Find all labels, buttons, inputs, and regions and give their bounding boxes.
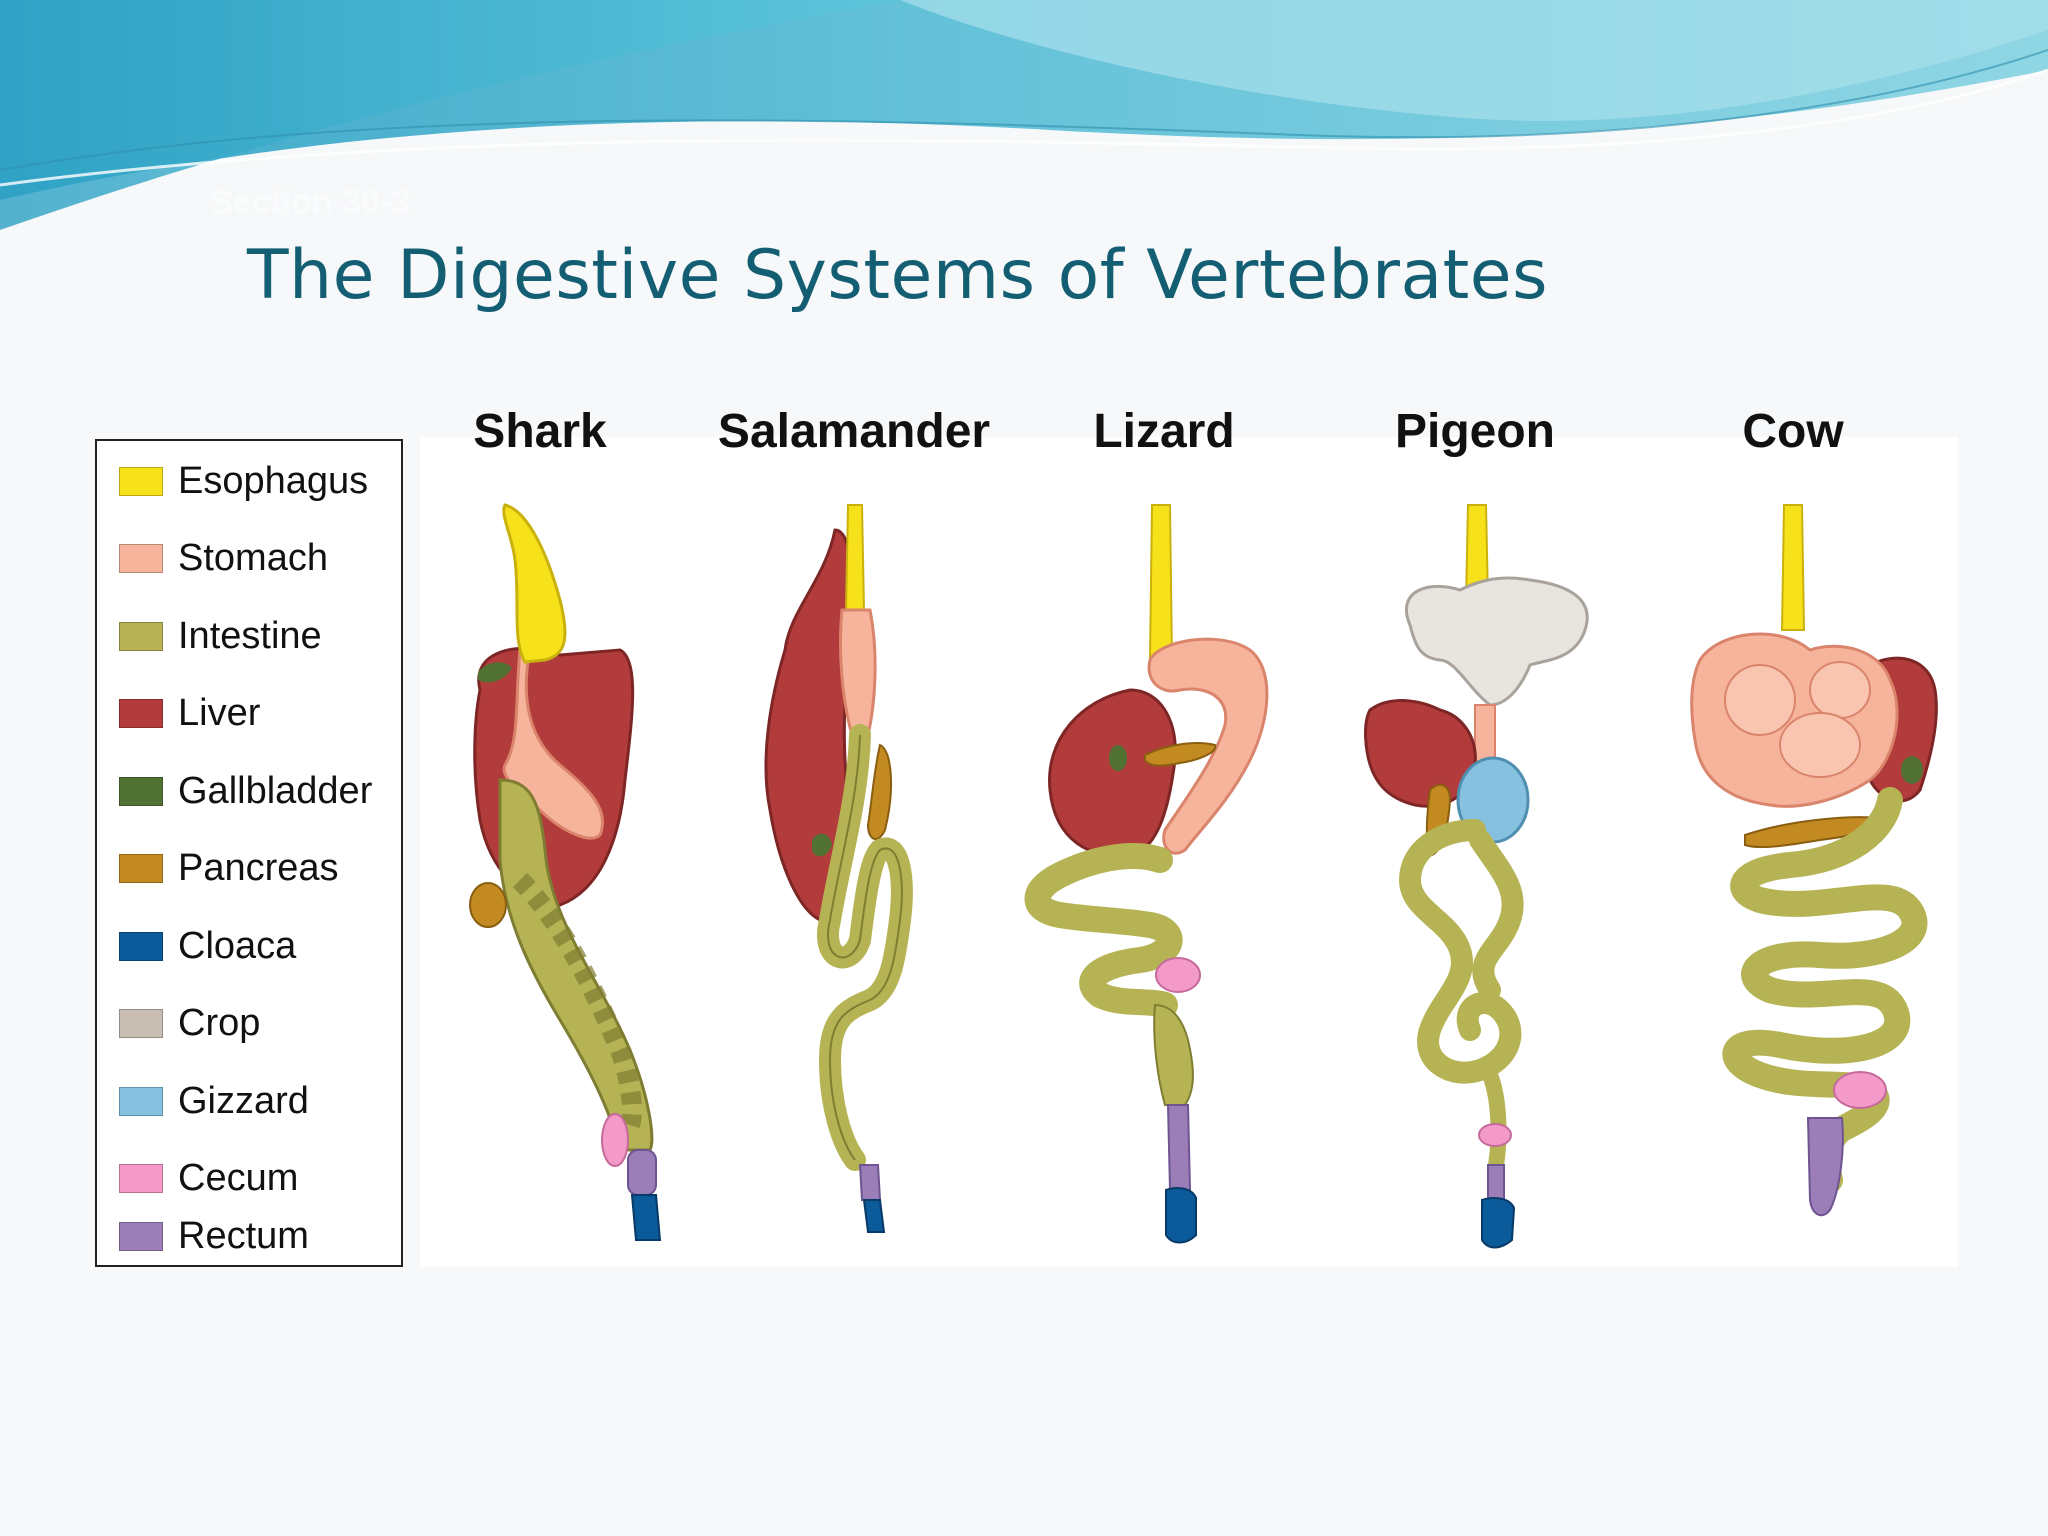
legend-swatch <box>119 1164 163 1193</box>
shark-digestive-system <box>469 503 662 1241</box>
legend-item-pancreas: Pancreas <box>97 839 397 899</box>
shark-pancreas <box>469 882 507 928</box>
legend-item-rectum: Rectum <box>97 1207 397 1267</box>
lizard-intestine <box>1024 842 1183 1018</box>
salamander-esophagus <box>844 504 866 611</box>
legend: Esophagus Stomach Intestine Liver Gallbl… <box>95 439 403 1267</box>
pigeon-large-intestine <box>1482 1067 1507 1173</box>
shark-rectum <box>627 1149 657 1196</box>
legend-label: Intestine <box>178 615 322 657</box>
animal-label-lizard: Lizard <box>1093 405 1235 458</box>
legend-swatch <box>119 1222 163 1251</box>
legend-item-cecum: Cecum <box>97 1149 397 1209</box>
legend-swatch <box>119 777 163 806</box>
legend-swatch <box>119 932 163 961</box>
salamander-pancreas <box>866 743 893 840</box>
legend-item-esophagus: Esophagus <box>97 452 397 512</box>
pigeon-cecum <box>1478 1123 1512 1147</box>
lizard-esophagus <box>1148 504 1174 661</box>
legend-label: Liver <box>178 692 261 734</box>
legend-swatch <box>119 467 163 496</box>
legend-item-crop: Crop <box>97 994 397 1054</box>
animal-label-pigeon: Pigeon <box>1394 405 1556 458</box>
cow-cecum <box>1833 1071 1887 1109</box>
cow-reticulum <box>1724 664 1796 736</box>
pigeon-intestine <box>1398 819 1524 1084</box>
salamander-intestine-outline <box>827 734 903 1161</box>
legend-label: Rectum <box>178 1215 309 1257</box>
pigeon-rectum <box>1487 1164 1505 1201</box>
legend-item-gallbladder: Gallbladder <box>97 762 397 822</box>
slide-title: The Digestive Systems of Vertebrates <box>247 236 1549 315</box>
legend-swatch <box>119 854 163 883</box>
salamander-digestive-system <box>764 504 913 1233</box>
legend-label: Esophagus <box>178 460 369 502</box>
animal-label-shark: Shark <box>473 405 607 458</box>
cow-omasum <box>1809 661 1871 719</box>
legend-swatch <box>119 544 163 573</box>
shark-spiral-valve <box>512 872 642 1129</box>
lizard-pancreas <box>1144 742 1217 767</box>
legend-item-cloaca: Cloaca <box>97 917 397 977</box>
pigeon-crop <box>1404 576 1589 707</box>
salamander-cloaca <box>862 1199 886 1233</box>
cow-gallbladder <box>1901 756 1923 784</box>
shark-cloaca <box>630 1194 662 1241</box>
cow-abomasum <box>1779 712 1861 778</box>
shark-esophagus <box>502 503 567 664</box>
legend-swatch <box>119 1087 163 1116</box>
animal-label-cow: Cow <box>1742 405 1844 458</box>
legend-item-stomach: Stomach <box>97 529 397 589</box>
pigeon-cloaca <box>1481 1197 1516 1249</box>
legend-swatch <box>119 699 163 728</box>
legend-item-intestine: Intestine <box>97 607 397 667</box>
salamander-rectum <box>858 1164 882 1201</box>
legend-label: Crop <box>178 1002 261 1044</box>
legend-label: Cecum <box>178 1157 299 1199</box>
lizard-large-intestine <box>1153 1003 1194 1106</box>
cow-digestive-system <box>1690 504 1938 1217</box>
animal-label-salamander: Salamander <box>717 405 991 458</box>
salamander-gallbladder <box>812 833 832 857</box>
legend-label: Gallbladder <box>178 770 373 812</box>
pigeon-digestive-system <box>1364 504 1589 1249</box>
lizard-cloaca <box>1165 1187 1197 1244</box>
section-label: Section 30-3 <box>210 183 411 221</box>
legend-label: Stomach <box>178 537 328 579</box>
lizard-rectum <box>1166 1104 1192 1191</box>
legend-item-liver: Liver <box>97 684 397 744</box>
legend-label: Gizzard <box>178 1080 309 1122</box>
legend-swatch <box>119 1009 163 1038</box>
cow-esophagus <box>1780 504 1806 631</box>
lizard-liver <box>1048 688 1177 858</box>
legend-label: Pancreas <box>178 847 339 889</box>
lizard-cecum <box>1155 957 1201 993</box>
shark-rectal-gland <box>601 1113 629 1167</box>
legend-item-gizzard: Gizzard <box>97 1072 397 1132</box>
lizard-gallbladder <box>1109 745 1127 771</box>
cow-rectum <box>1806 1117 1844 1217</box>
legend-label: Cloaca <box>178 925 297 967</box>
legend-swatch <box>119 622 163 651</box>
lizard-stomach <box>1147 637 1269 855</box>
lizard-digestive-system <box>1024 504 1269 1244</box>
shark-gallbladder <box>478 662 512 683</box>
